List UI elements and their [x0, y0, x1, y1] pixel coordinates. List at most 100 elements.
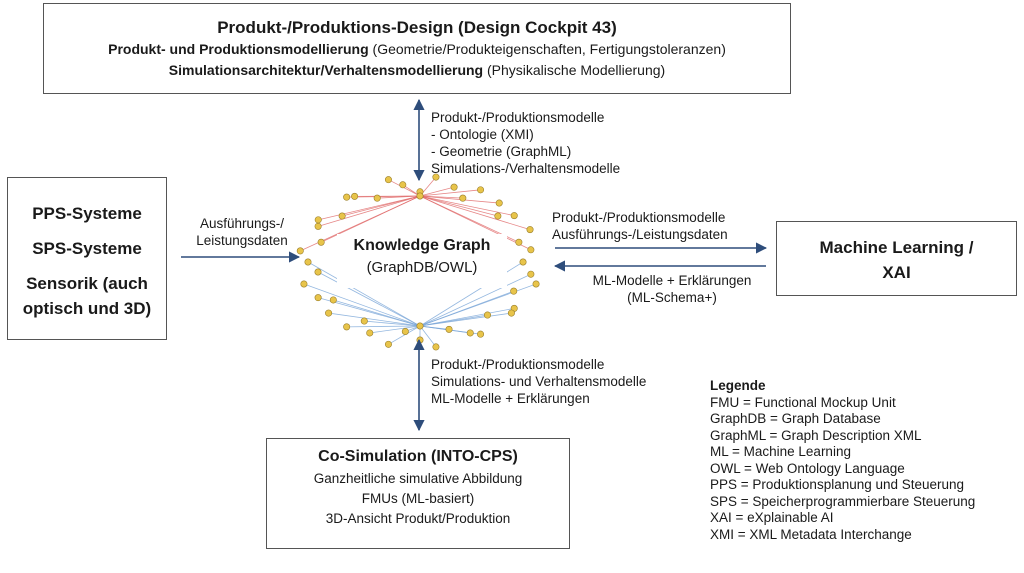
- legend-item: OWL = Web Ontology Language: [710, 460, 905, 476]
- graph-edge: [419, 195, 531, 230]
- graph-edge: [369, 325, 421, 334]
- graph-edge: [328, 312, 421, 327]
- graph-node: [401, 327, 409, 335]
- graph-node: [329, 296, 337, 304]
- graph-node: [416, 336, 424, 344]
- product-design-box: Produkt-/Produktions-Design (Design Cock…: [43, 3, 791, 94]
- legend-title: Legende: [710, 378, 766, 393]
- graph-edge: [346, 325, 421, 328]
- sensor-label: Sensorik (auch optisch und 3D): [22, 274, 152, 318]
- edge-label-right-out: Produkt-/Produktionsmodelle Ausführungs-…: [552, 210, 728, 242]
- graph-node: [384, 340, 392, 348]
- graph-node: [360, 317, 368, 325]
- graph-node: [527, 270, 535, 278]
- graph-node: [432, 173, 440, 181]
- graph-edge: [419, 186, 455, 197]
- graph-edge: [377, 195, 421, 199]
- graph-node: [495, 199, 503, 207]
- graph-node: [399, 181, 407, 189]
- graph-node: [314, 268, 322, 276]
- graph-edge: [419, 314, 488, 327]
- edge-label-bottom: Produkt-/Produktionsmodelle Simulations-…: [431, 357, 647, 406]
- graph-node: [325, 309, 333, 317]
- legend-item: GraphDB = Graph Database: [710, 411, 881, 426]
- graph-node: [477, 330, 485, 338]
- graph-node: [343, 323, 351, 331]
- knowledge-graph-label: Knowledge Graph (GraphDB/OWL): [337, 234, 507, 288]
- graph-node: [459, 194, 467, 202]
- graph-node: [483, 311, 491, 319]
- legend: Legende FMU = Functional Mockup Unit Gra…: [710, 378, 975, 543]
- graph-node: [351, 192, 359, 200]
- co-simulation-line: Ganzheitliche simulative Abbildung: [313, 471, 523, 486]
- edge-label-top: Produkt-/Produktionsmodelle - Ontologie …: [431, 110, 621, 176]
- graph-edge: [419, 325, 450, 330]
- legend-item: XMI = XML Metadata Interchange: [710, 526, 912, 542]
- legend-item: XAI = eXplainable AI: [710, 510, 834, 525]
- graph-edge: [317, 271, 421, 327]
- graph-edge: [419, 325, 437, 348]
- graph-edge: [342, 195, 421, 217]
- legend-item: PPS = Produktionsplanung und Steuerung: [710, 477, 965, 492]
- graph-edge: [419, 189, 481, 197]
- graph-node: [450, 183, 458, 191]
- graph-edge: [303, 283, 421, 327]
- graph-node: [445, 325, 453, 333]
- knowledge-graph-title: Knowledge Graph: [353, 237, 491, 254]
- graph-node: [300, 280, 308, 288]
- graph-node: [466, 329, 474, 337]
- graph-edge: [419, 195, 532, 251]
- graph-edge: [318, 195, 421, 227]
- product-design-title: Produkt-/Produktions-Design (Design Cock…: [217, 18, 617, 37]
- graph-node: [384, 176, 392, 184]
- legend-item: FMU = Functional Mockup Unit: [710, 394, 896, 410]
- graph-node: [527, 246, 535, 254]
- graph-node: [477, 186, 485, 194]
- graph-node: [314, 222, 322, 230]
- co-simulation-box: Co-Simulation (INTO-CPS) Ganzheitliche s…: [266, 438, 570, 549]
- graph-edge: [419, 195, 515, 217]
- product-modeling-line: Produkt- und Produktionsmodellierung (Ge…: [108, 41, 726, 57]
- graph-node: [526, 226, 534, 234]
- graph-node: [510, 287, 518, 295]
- graph-node: [366, 329, 374, 337]
- graph-node: [317, 238, 325, 246]
- graph-node: [416, 192, 424, 200]
- edge-label-left: Ausführungs-/ Leistungsdaten: [196, 216, 288, 248]
- graph-node: [343, 193, 351, 201]
- graph-node: [314, 294, 322, 302]
- graph-node: [494, 212, 502, 220]
- graph-edge: [419, 195, 498, 217]
- graph-node: [416, 322, 424, 330]
- legend-item: SPS = Speicherprogrammierbare Steuerung: [710, 493, 976, 509]
- machine-learning-box: Machine Learning / XAI: [776, 221, 1017, 296]
- co-simulation-title: Co-Simulation (INTO-CPS): [318, 448, 518, 465]
- graph-edge: [307, 261, 421, 327]
- co-simulation-line: 3D-Ansicht Produkt/Produktion: [325, 511, 511, 526]
- graph-edge: [388, 325, 421, 345]
- graph-node: [532, 280, 540, 288]
- machine-learning-title: Machine Learning / XAI: [819, 238, 974, 282]
- graph-edge: [419, 290, 514, 327]
- pps-label: PPS-Systeme: [32, 204, 142, 223]
- legend-item: ML = Machine Learning: [710, 444, 851, 459]
- graph-node: [515, 238, 523, 246]
- graph-node: [510, 212, 518, 220]
- graph-edge: [419, 273, 532, 327]
- sps-label: SPS-Systeme: [32, 239, 142, 258]
- knowledge-graph-subtitle: (GraphDB/OWL): [366, 259, 478, 276]
- graph-node: [432, 343, 440, 351]
- graph-node: [373, 194, 381, 202]
- graph-node: [304, 258, 312, 266]
- graph-node: [519, 258, 527, 266]
- knowledge-graph-network: [296, 173, 540, 351]
- legend-item: GraphML = Graph Description XML: [710, 427, 922, 443]
- edge-label-right-in: ML-Modelle + Erklärungen (ML-Schema+): [592, 273, 752, 305]
- graph-node: [314, 216, 322, 224]
- graph-node: [338, 212, 346, 220]
- pps-sps-sensor-box: PPS-Systeme SPS-Systeme Sensorik (auch o…: [7, 177, 167, 340]
- graph-node: [507, 309, 515, 317]
- simulation-architecture-line: Simulationsarchitektur/Verhaltensmodelli…: [168, 62, 666, 78]
- co-simulation-line: FMUs (ML-basiert): [361, 491, 475, 506]
